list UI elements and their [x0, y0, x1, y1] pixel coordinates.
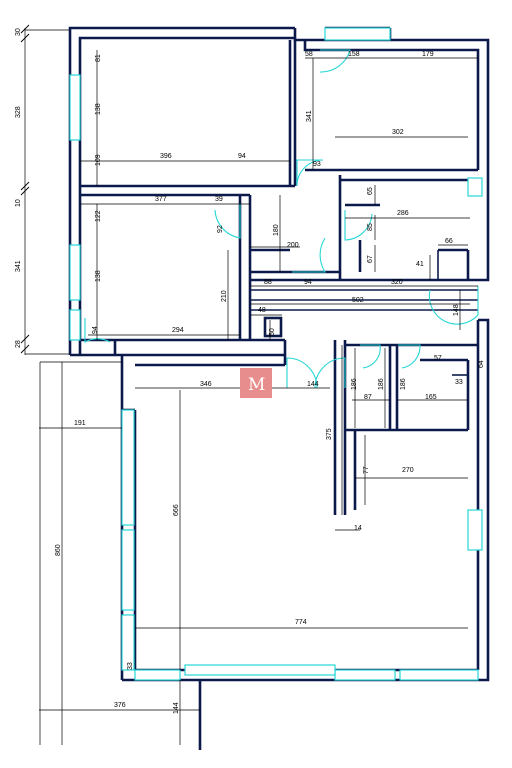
dim-186-c: 186 [400, 378, 407, 390]
dim-10: 10 [15, 199, 22, 207]
dim-341-vertical: 341 [306, 110, 313, 122]
door-bath [344, 210, 373, 241]
dim-294: 294 [172, 327, 184, 334]
window-living-left-b [121, 529, 135, 611]
dim-109: 109 [95, 154, 102, 166]
dim-179: 179 [422, 51, 434, 58]
door-entrance [84, 318, 111, 343]
window-right-upper [467, 177, 483, 197]
door-upper-right [319, 49, 351, 73]
door-right-room [428, 286, 479, 325]
dim-30: 30 [15, 28, 22, 36]
door-living-double [286, 357, 346, 389]
dim-94-hall: 94 [304, 279, 312, 286]
door-upper-left [296, 159, 324, 187]
window-bottom-center [184, 664, 336, 676]
dim-67: 67 [367, 255, 374, 263]
window-bottom-left [134, 669, 181, 681]
window-bottom-mid [334, 669, 396, 681]
dim-346: 346 [200, 381, 212, 388]
dim-860: 860 [55, 544, 62, 556]
dim-87: 87 [364, 394, 372, 401]
dim-33-bottom: 33 [127, 662, 134, 670]
dim-158: 158 [348, 51, 360, 58]
door-bath-2 [398, 344, 421, 369]
dim-93: 93 [313, 161, 321, 168]
dim-320: 320 [391, 279, 403, 286]
dim-144-door: 144 [307, 381, 319, 388]
dim-48: 48 [258, 307, 266, 314]
dim-138-lower: 138 [95, 270, 102, 282]
dim-200: 200 [287, 242, 299, 249]
dim-186-a: 186 [351, 378, 358, 390]
dim-502: 502 [352, 297, 364, 304]
dim-94-upper: 94 [238, 153, 246, 160]
dim-50: 50 [269, 328, 276, 336]
window-living-left-c [121, 614, 135, 671]
dim-41: 41 [416, 261, 424, 268]
dim-28: 28 [15, 340, 22, 348]
dim-376: 376 [114, 702, 126, 709]
dim-144-bottom: 144 [173, 702, 180, 714]
doors [84, 49, 479, 389]
dim-65: 65 [367, 187, 374, 195]
dim-81: 81 [95, 54, 102, 62]
dim-165: 165 [425, 394, 437, 401]
dim-148: 148 [453, 304, 460, 316]
dim-180: 180 [273, 224, 280, 236]
dim-191: 191 [74, 420, 86, 427]
dim-58: 58 [305, 51, 313, 58]
dimension-lines [39, 50, 478, 745]
dim-88: 88 [264, 279, 272, 286]
dim-14: 14 [354, 525, 362, 532]
window-top-right [324, 27, 391, 41]
door-middle-left [214, 204, 241, 239]
dim-377: 377 [155, 196, 167, 203]
left-dimension-chain: 30 328 10 341 28 [15, 24, 70, 355]
window-bottom-right [399, 669, 479, 681]
dim-375: 375 [326, 428, 333, 440]
dim-122: 122 [95, 210, 102, 222]
dim-39: 39 [215, 196, 223, 203]
dimension-labels: 81 138 109 396 94 58 158 179 341 302 93 … [55, 51, 485, 714]
dim-64: 64 [478, 360, 485, 368]
dim-94-small: 94 [92, 326, 99, 334]
dim-341: 341 [15, 260, 22, 272]
dim-286: 286 [397, 210, 409, 217]
window-left-middle [69, 244, 81, 301]
dim-57: 57 [434, 355, 442, 362]
dim-33: 33 [455, 379, 463, 386]
window-left-upper [69, 74, 81, 141]
dim-774: 774 [295, 619, 307, 626]
watermark-letter: M [248, 375, 265, 395]
dim-66: 66 [445, 238, 453, 245]
dim-328: 328 [15, 106, 22, 118]
dim-138-upper: 138 [95, 103, 102, 115]
dim-186-b: 186 [378, 378, 385, 390]
dim-77: 77 [363, 466, 370, 474]
dim-302: 302 [392, 129, 404, 136]
window-right-lower [467, 509, 483, 551]
dim-270: 270 [402, 467, 414, 474]
dim-85: 85 [367, 223, 374, 231]
dim-92: 92 [217, 225, 224, 233]
door-bath-1 [360, 344, 381, 369]
door-hall [292, 237, 326, 273]
windows [69, 27, 483, 681]
dim-210: 210 [221, 290, 228, 302]
watermark-logo: M [240, 368, 272, 398]
dim-666: 666 [173, 504, 180, 516]
dim-396: 396 [160, 153, 172, 160]
window-living-left-a [121, 409, 135, 526]
window-left-lower [69, 309, 81, 341]
